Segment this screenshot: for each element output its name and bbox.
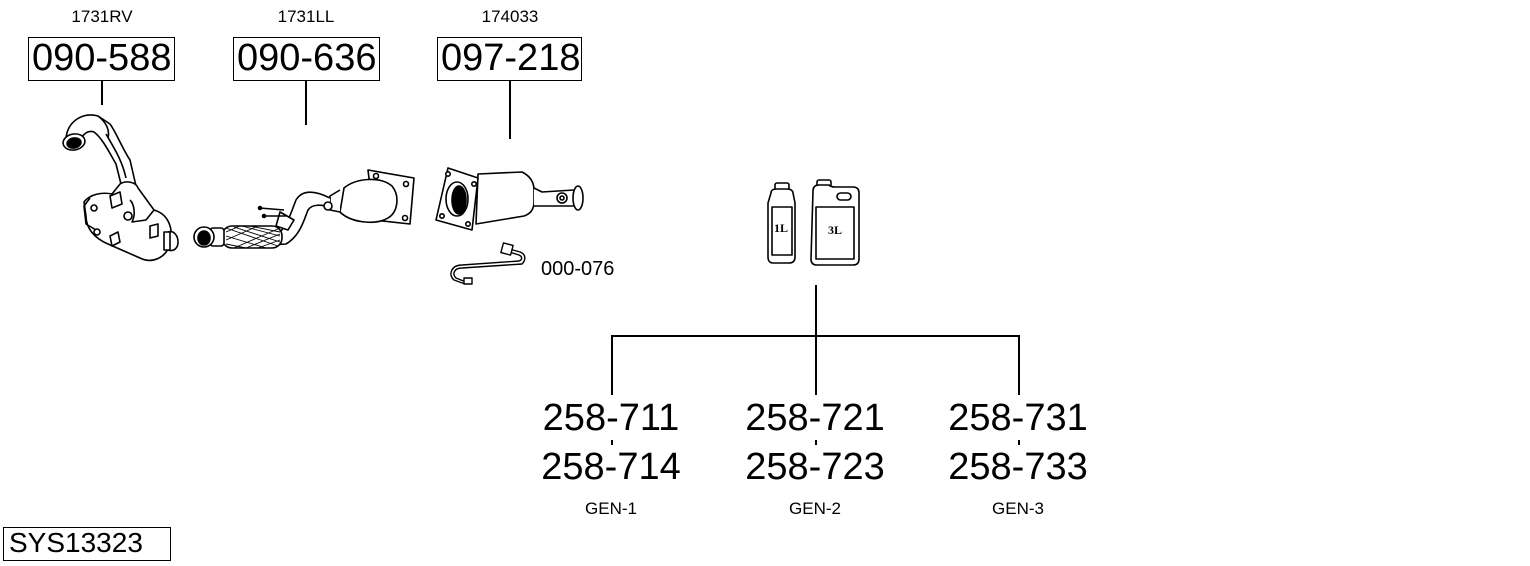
leader-line-2 xyxy=(305,81,307,125)
bottle-1l-label: 1L xyxy=(774,221,788,235)
tree-trunk-line xyxy=(815,285,817,395)
gen2-label: GEN-2 xyxy=(789,499,841,518)
system-id-box: SYS13323 xyxy=(3,527,171,561)
gen3-secondary-number[interactable]: 258-733 xyxy=(948,446,1088,488)
sensor-part-number[interactable]: 000-076 xyxy=(541,258,615,280)
gen1-secondary-number[interactable]: 258-714 xyxy=(541,446,681,488)
part-ref-label-1: 1731RV xyxy=(71,7,133,26)
pressure-sensor-pipe-icon[interactable] xyxy=(448,238,528,286)
gen2-secondary-number[interactable]: 258-723 xyxy=(745,446,885,488)
canister-3l-icon: 3L xyxy=(810,179,860,266)
bottle-1l-icon: 1L xyxy=(767,182,796,264)
gen3-connector xyxy=(1018,440,1020,445)
part-number-box-3[interactable]: 097-218 xyxy=(437,37,582,81)
gen2-primary-number[interactable]: 258-721 xyxy=(745,397,885,439)
leader-line-1 xyxy=(101,81,103,105)
tree-left-line xyxy=(611,335,613,395)
gen3-label: GEN-3 xyxy=(992,499,1044,518)
part-ref-label-2: 1731LL xyxy=(277,7,335,26)
dpf-filter-with-pipe-icon[interactable] xyxy=(50,108,185,268)
part-number-box-1[interactable]: 090-588 xyxy=(28,37,175,81)
part-number-box-2[interactable]: 090-636 xyxy=(233,37,380,81)
tree-right-line xyxy=(1018,335,1020,395)
gen2-connector xyxy=(815,440,817,445)
catalytic-converter-flex-pipe-icon[interactable] xyxy=(188,160,418,255)
leader-line-3 xyxy=(509,81,511,139)
diesel-particulate-filter-icon[interactable] xyxy=(430,162,585,237)
part-ref-label-3: 174033 xyxy=(481,7,539,26)
canister-3l-label: 3L xyxy=(828,223,842,237)
gen3-primary-number[interactable]: 258-731 xyxy=(948,397,1088,439)
tree-branch-line xyxy=(611,335,1019,337)
additive-bottles-icon[interactable]: 1L 3L xyxy=(765,177,865,266)
gen1-label: GEN-1 xyxy=(585,499,637,518)
gen1-primary-number[interactable]: 258-711 xyxy=(542,397,680,439)
gen1-connector xyxy=(611,440,613,445)
